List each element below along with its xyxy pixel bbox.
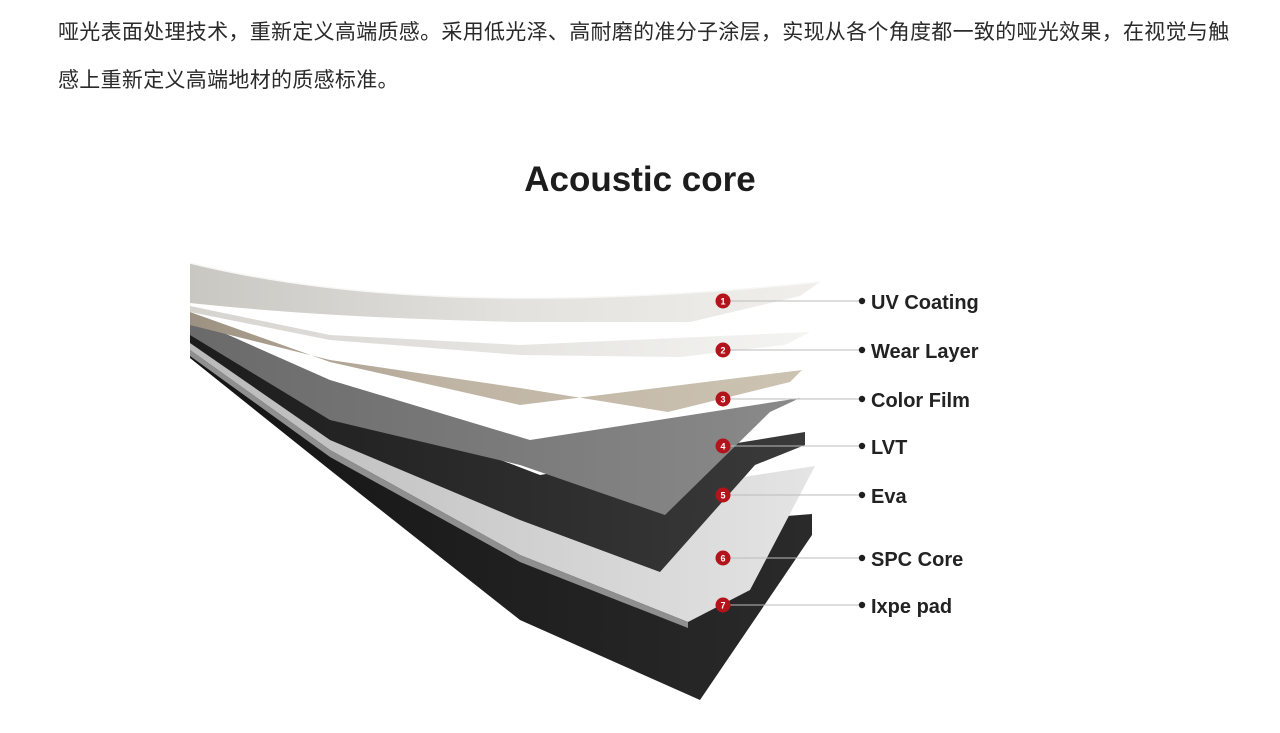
layer-number-marker	[715, 391, 731, 407]
layer-number: 1	[720, 297, 725, 307]
layer-wear-sheet	[190, 306, 810, 357]
layer-number: 3	[720, 395, 725, 405]
label-bullet	[858, 601, 866, 609]
layer-callout-7: 7 Ixpe pad	[715, 596, 952, 618]
layer-lvt-sheet	[190, 318, 800, 515]
intro-paragraph: 哑光表面处理技术，重新定义高端质感。采用低光泽、高耐磨的准分子涂层，实现从各个角…	[58, 20, 1230, 92]
layer-callout-6: 6 SPC Core	[715, 549, 963, 571]
layer-number: 4	[720, 442, 725, 452]
layer-color-film-sheet	[190, 312, 802, 412]
layer-label-spc-core: SPC Core	[871, 549, 963, 571]
layer-label-uv-coating: UV Coating	[871, 292, 979, 314]
layer-callout-4: 4 LVT	[715, 437, 907, 459]
layer-number: 5	[720, 491, 725, 501]
layer-label-color-film: Color Film	[871, 390, 970, 412]
layer-number-marker	[715, 342, 731, 358]
diagram-title: Acoustic core	[524, 160, 756, 199]
layer-number-marker	[715, 487, 731, 503]
label-bullet	[858, 346, 866, 354]
layer-number: 2	[720, 346, 725, 356]
layer-callout-2: 2 Wear Layer	[715, 341, 979, 363]
layer-callout-1: 1 UV Coating	[715, 292, 979, 314]
label-bullet	[858, 554, 866, 562]
layer-label-eva: Eva	[871, 486, 907, 508]
label-bullet	[858, 491, 866, 499]
label-bullet	[858, 297, 866, 305]
layer-number-marker	[715, 597, 731, 613]
layer-number: 7	[720, 601, 725, 611]
layer-number-marker	[715, 293, 731, 309]
layer-number-marker	[715, 438, 731, 454]
layer-uv-highlight	[189, 262, 821, 299]
layer-callout-5: 5 Eva	[715, 486, 907, 508]
layer-label-wear-layer: Wear Layer	[871, 341, 979, 363]
layer-number-marker	[715, 550, 731, 566]
layer-label-ixpe-pad: Ixpe pad	[871, 596, 952, 618]
layer-label-lvt: LVT	[871, 437, 907, 459]
label-bullet	[858, 395, 866, 403]
layer-uv-coating-sheet	[190, 263, 820, 322]
layer-number: 6	[720, 554, 725, 564]
layer-callout-3: 3 Color Film	[715, 390, 970, 412]
label-bullet	[858, 442, 866, 450]
